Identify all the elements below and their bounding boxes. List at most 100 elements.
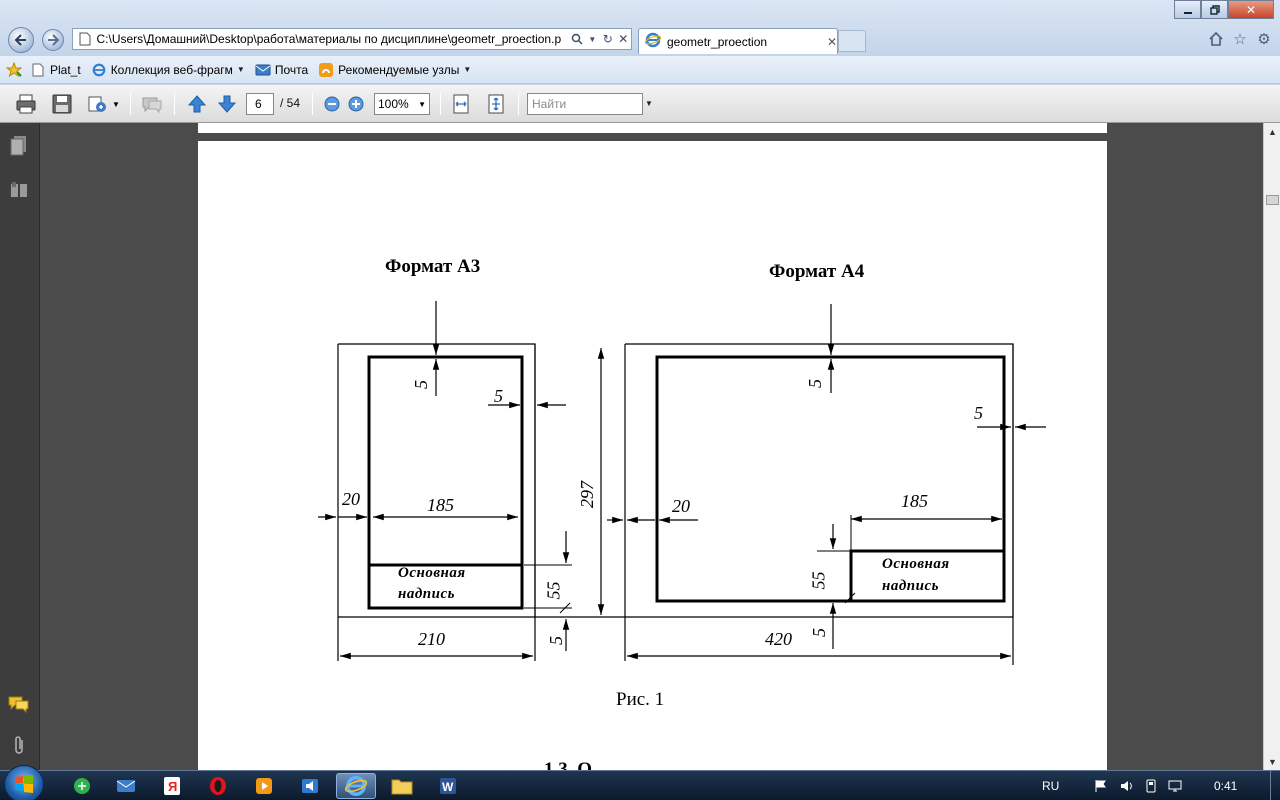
toolbar-separator (518, 93, 519, 115)
ie-icon (644, 32, 662, 51)
address-bar[interactable]: C:\Users\Домашний\Desktop\работа\материа… (72, 28, 632, 50)
dim-a3-bottom: 5 (546, 636, 566, 645)
arrow-right-icon (48, 34, 60, 46)
gear-icon[interactable]: ⚙ (1257, 31, 1271, 48)
windows-logo-icon (15, 775, 33, 793)
a4-frame (655, 355, 1006, 603)
chevron-down-icon[interactable]: ▼ (645, 99, 653, 108)
favorite-item-mail[interactable]: Почта (255, 62, 308, 78)
favorite-label: Plat_t (50, 62, 81, 77)
fit-page-icon[interactable] (484, 92, 508, 116)
document-icon (77, 31, 93, 47)
favorites-star-icon[interactable] (6, 61, 22, 78)
browser-tab[interactable]: geometr_proection ✕ (638, 28, 838, 54)
pdf-toolbar: ▼ (0, 85, 1280, 123)
page-number-input[interactable]: 6 (246, 93, 274, 115)
save-icon[interactable] (50, 92, 74, 116)
chevron-down-icon[interactable]: ▼ (463, 65, 472, 74)
taskbar-yandex-icon[interactable]: Я (152, 773, 192, 799)
pdf-page: Формат А3 Формат А4 5 5 20 185 297 55 5 … (198, 141, 1107, 780)
back-button[interactable] (8, 27, 34, 53)
toolbar-separator (312, 93, 313, 115)
volume-icon[interactable] (1120, 779, 1134, 796)
refresh-icon[interactable]: ↻ (602, 32, 613, 46)
scroll-up-icon[interactable]: ▲ (1268, 126, 1277, 137)
minimize-button[interactable] (1174, 0, 1201, 19)
ie-icon (91, 62, 107, 78)
pages-icon[interactable] (8, 135, 30, 157)
favorite-item-webslices[interactable]: Коллекция веб-фрагм ▼ (91, 62, 245, 78)
dim-a4-right: 5 (974, 403, 983, 423)
taskbar-speaker-app-icon[interactable] (290, 773, 330, 799)
vertical-scrollbar[interactable]: ▲ ▼ (1263, 123, 1280, 770)
show-desktop-button[interactable] (1270, 771, 1280, 800)
address-url[interactable]: C:\Users\Домашний\Desktop\работа\материа… (96, 32, 562, 46)
windows-taskbar: Я W RU 0:41 (0, 765, 1280, 800)
chevron-down-icon[interactable]: ▼ (112, 99, 120, 109)
taskbar-word-icon[interactable]: W (428, 773, 468, 799)
favorites-bar: Plat_t Коллекция веб-фрагм ▼ Почта Реком… (0, 56, 1280, 84)
taskbar-explorer-icon[interactable] (382, 773, 422, 799)
new-tab-button[interactable] (838, 30, 866, 52)
chevron-down-icon[interactable]: ▼ (236, 65, 245, 74)
a4-stamp-label-1: Основная (882, 556, 950, 572)
dim-a4-stamp-height: 55 (808, 571, 829, 590)
taskbar-media-player-icon[interactable] (244, 773, 284, 799)
dim-a3-right: 5 (494, 386, 503, 406)
zoom-select[interactable]: 100% ▼ (374, 93, 430, 115)
favorites-star-icon[interactable]: ☆ (1233, 31, 1247, 48)
scrollbar-thumb[interactable] (1266, 195, 1279, 205)
taskbar-app-green-icon[interactable] (62, 773, 102, 799)
favorite-item-suggested-sites[interactable]: Рекомендуемые узлы ▼ (318, 62, 471, 78)
taskbar-clock[interactable]: 0:41 (1214, 779, 1238, 793)
close-window-button[interactable]: ✕ (1228, 0, 1274, 19)
chevron-down-icon[interactable]: ▼ (588, 34, 597, 44)
page-icon (30, 62, 46, 78)
zoom-out-icon[interactable] (320, 92, 344, 116)
dim-a4-width: 185 (901, 491, 928, 511)
arrow-left-icon (14, 34, 26, 46)
restore-button[interactable] (1201, 0, 1228, 19)
next-page-icon[interactable] (215, 92, 239, 116)
search-icon[interactable] (569, 31, 585, 47)
chevron-down-icon[interactable]: ▼ (418, 100, 426, 109)
attach-share-icon[interactable] (86, 92, 110, 116)
taskbar-opera-icon[interactable] (198, 773, 238, 799)
home-icon[interactable] (1206, 30, 1226, 48)
favorite-item-plat[interactable]: Plat_t (30, 62, 81, 78)
favorite-label: Почта (274, 62, 309, 77)
dim-a4-total: 420 (765, 629, 792, 649)
scroll-down-icon[interactable]: ▼ (1268, 756, 1277, 767)
forward-button[interactable] (42, 29, 64, 51)
zoom-in-icon[interactable] (344, 92, 368, 116)
taskbar-mail-icon[interactable] (106, 773, 146, 799)
a4-stamp-label-2: надпись (882, 578, 939, 594)
browser-titlebar: C:\Users\Домашний\Desktop\работа\материа… (0, 0, 1280, 56)
language-indicator[interactable]: RU (1042, 779, 1060, 793)
fit-width-icon[interactable] (449, 92, 473, 116)
start-button[interactable] (4, 765, 44, 800)
dim-a4-top: 5 (805, 379, 825, 388)
bookmarks-icon[interactable] (8, 179, 30, 201)
dim-a3-stamp-height: 55 (543, 581, 564, 600)
comment-icon[interactable] (140, 92, 164, 116)
dim-a4-bottom: 5 (809, 628, 829, 637)
comments-icon[interactable] (8, 693, 30, 715)
close-icon[interactable]: ✕ (618, 32, 629, 46)
tab-close-icon[interactable]: ✕ (826, 34, 838, 49)
find-input[interactable]: Найти (527, 93, 643, 115)
network-icon[interactable] (1168, 779, 1182, 796)
print-icon[interactable] (14, 92, 38, 116)
usb-device-icon[interactable] (1144, 779, 1158, 796)
format-a4-title: Формат А4 (769, 261, 865, 282)
paperclip-icon[interactable] (8, 735, 30, 757)
format-drawing (318, 301, 1046, 665)
dim-a3-height: 297 (577, 481, 597, 508)
action-center-flag-icon[interactable] (1094, 779, 1108, 796)
taskbar-ie-icon[interactable] (336, 773, 376, 799)
page-total: / 54 (280, 96, 301, 110)
format-a3-title: Формат А3 (385, 256, 481, 277)
favorite-label: Коллекция веб-фрагм (110, 62, 233, 77)
previous-page-icon[interactable] (185, 92, 209, 116)
dim-a3-left: 20 (342, 489, 360, 509)
